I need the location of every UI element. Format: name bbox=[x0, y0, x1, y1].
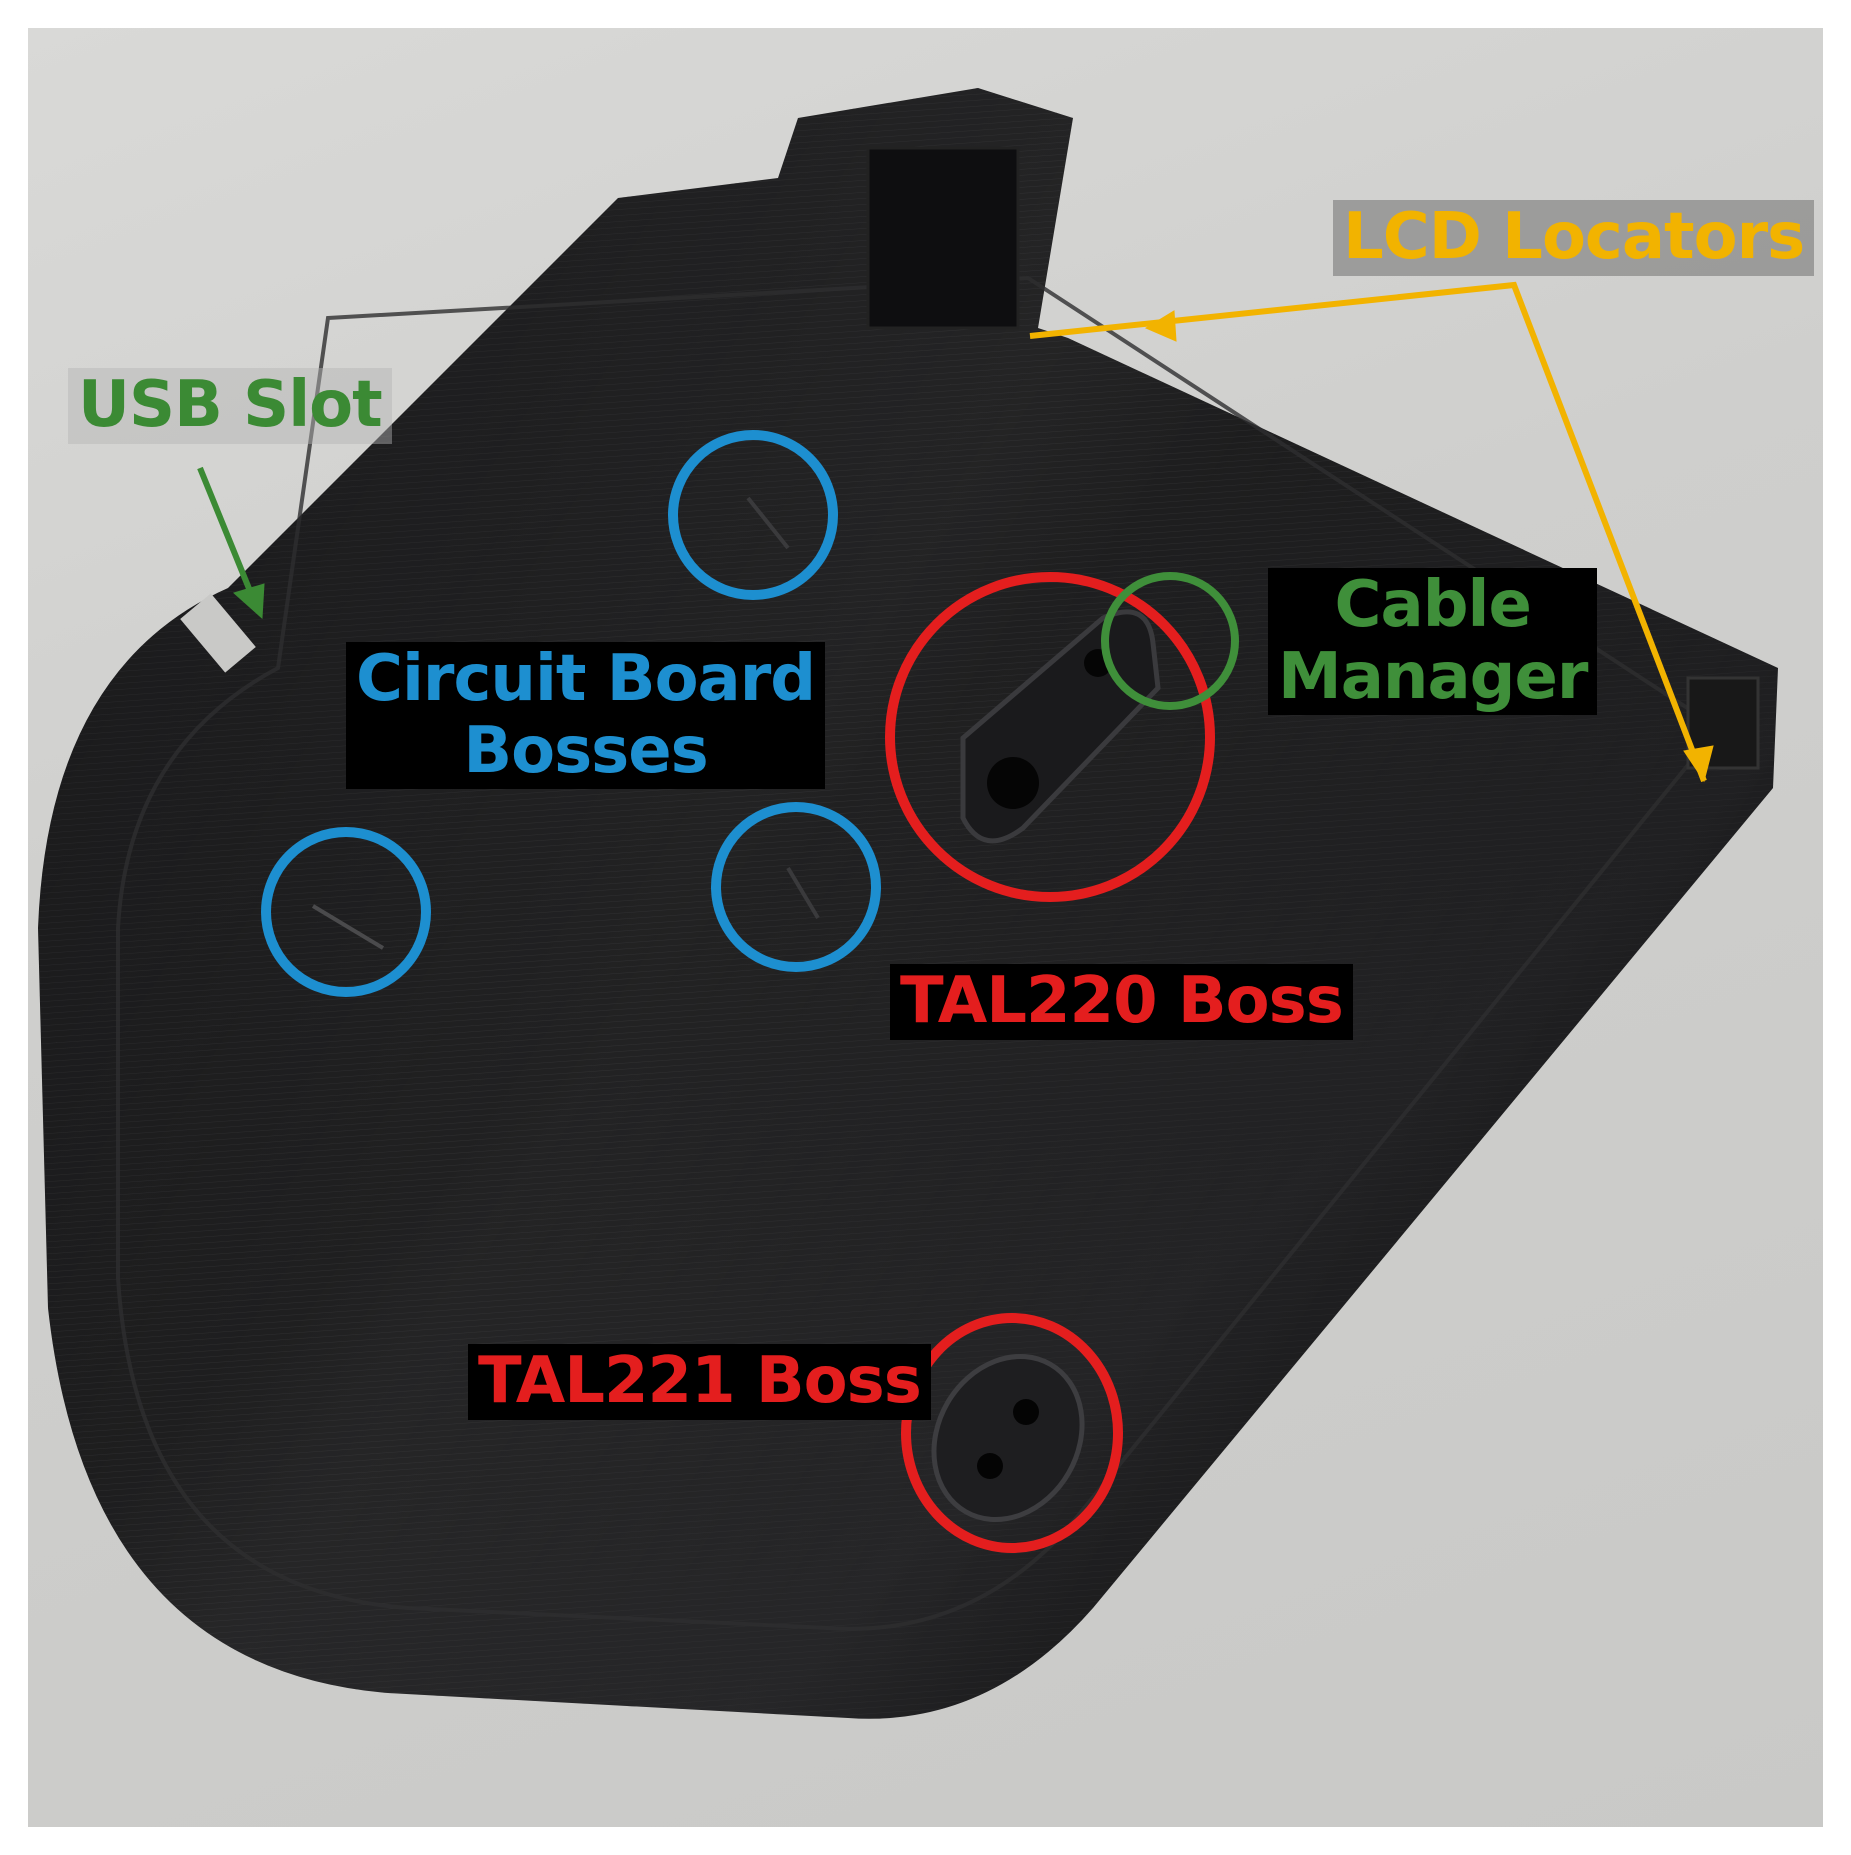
tal221-boss-circle bbox=[901, 1313, 1123, 1553]
circuit-board-boss-circle-2 bbox=[261, 827, 431, 997]
lcd-locators-label: LCD Locators bbox=[1333, 200, 1815, 276]
cable-manager-line1: Cable bbox=[1334, 568, 1532, 642]
lcd-locator-top bbox=[866, 146, 1020, 330]
tal220-boss-label: TAL220 Boss bbox=[890, 964, 1353, 1040]
tal221-boss-part bbox=[931, 1353, 1085, 1523]
usb-slot-label: USB Slot bbox=[68, 368, 392, 444]
enclosure-inner-floor bbox=[116, 275, 1721, 1631]
circuit-board-bosses-line1: Circuit Board bbox=[356, 642, 816, 716]
usb-slot-notch bbox=[180, 593, 256, 673]
tal220-boss-circle bbox=[885, 572, 1215, 902]
circuit-board-boss-circle-1 bbox=[668, 430, 838, 600]
usb-slot-arrow bbox=[197, 466, 265, 620]
circuit-board-boss-circle-3 bbox=[711, 802, 881, 972]
cable-manager-label: Cable Manager bbox=[1268, 568, 1598, 716]
circuit-board-bosses-line2: Bosses bbox=[463, 713, 708, 788]
cable-manager-line2: Manager bbox=[1278, 639, 1588, 714]
lcd-locator-arrows bbox=[1029, 281, 1714, 783]
photo-frame: USB Slot LCD Locators Circuit Board Boss… bbox=[28, 28, 1823, 1827]
circuit-board-bosses-label: Circuit Board Bosses bbox=[346, 642, 826, 790]
tal221-boss-label: TAL221 Boss bbox=[468, 1344, 931, 1420]
enclosure-photo bbox=[38, 88, 1778, 1719]
cable-manager-circle bbox=[1101, 572, 1239, 710]
